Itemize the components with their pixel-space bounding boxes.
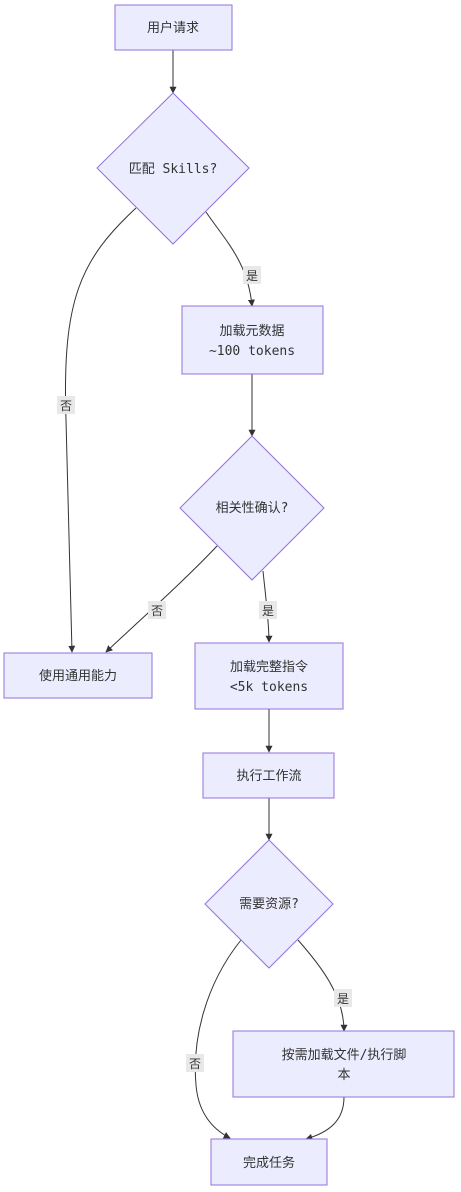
edge-label-relevance-yes-text: 是 xyxy=(262,604,274,618)
edge-match-no xyxy=(65,207,137,653)
node-relevance-confirm: 相关性确认? xyxy=(179,435,325,581)
edge-label-relevance-no: 否 xyxy=(148,601,166,619)
edge-resources-no xyxy=(194,939,242,1139)
node-match-skills-label: 匹配 Skills? xyxy=(129,162,218,177)
node-load-full-line2: <5k tokens xyxy=(230,680,308,695)
edge-label-resources-no-text: 否 xyxy=(189,1057,201,1071)
edge-label-match-no: 否 xyxy=(57,396,75,414)
node-complete-task-label: 完成任务 xyxy=(243,1155,295,1171)
node-general-ability: 使用通用能力 xyxy=(3,652,153,699)
edge-label-match-no-text: 否 xyxy=(60,399,72,413)
node-complete-task: 完成任务 xyxy=(210,1138,328,1186)
edge-label-resources-yes: 是 xyxy=(334,989,352,1007)
node-execute-workflow: 执行工作流 xyxy=(202,752,335,799)
node-load-full-instructions: 加载完整指令 <5k tokens xyxy=(194,642,344,710)
node-need-resources: 需要资源? xyxy=(204,839,334,969)
edges xyxy=(65,50,348,1141)
node-relevance-confirm-label: 相关性确认? xyxy=(216,501,289,516)
node-load-files-line2: 本 xyxy=(337,1068,350,1083)
node-load-files-line1: 按需加载文件/执行脚 xyxy=(282,1047,407,1063)
node-user-request-label: 用户请求 xyxy=(147,20,199,36)
node-load-metadata: 加载元数据 ~100 tokens xyxy=(181,305,324,375)
edge-match-yes xyxy=(205,211,255,307)
node-need-resources-label: 需要资源? xyxy=(239,897,299,912)
node-load-full-line1: 加载完整指令 xyxy=(230,660,308,675)
edge-label-resources-no: 否 xyxy=(186,1054,204,1072)
edge-relevance-no xyxy=(105,545,218,653)
node-load-metadata-line1: 加载元数据 xyxy=(219,324,284,339)
edge-label-match-yes-text: 是 xyxy=(246,269,258,283)
edge-label-match-yes: 是 xyxy=(243,266,261,284)
node-load-files: 按需加载文件/执行脚 本 xyxy=(232,1030,455,1098)
node-match-skills: 匹配 Skills? xyxy=(96,92,250,245)
node-user-request: 用户请求 xyxy=(114,4,233,51)
node-execute-workflow-label: 执行工作流 xyxy=(236,769,301,784)
edge-label-relevance-yes: 是 xyxy=(259,601,277,619)
node-load-metadata-line2: ~100 tokens xyxy=(209,344,295,359)
node-general-ability-label: 使用通用能力 xyxy=(39,668,117,684)
edge-label-relevance-no-text: 否 xyxy=(151,604,163,618)
edge-files-to-complete xyxy=(305,1096,345,1141)
edge-label-resources-yes-text: 是 xyxy=(337,992,349,1006)
edge-resources-yes xyxy=(297,939,348,1032)
